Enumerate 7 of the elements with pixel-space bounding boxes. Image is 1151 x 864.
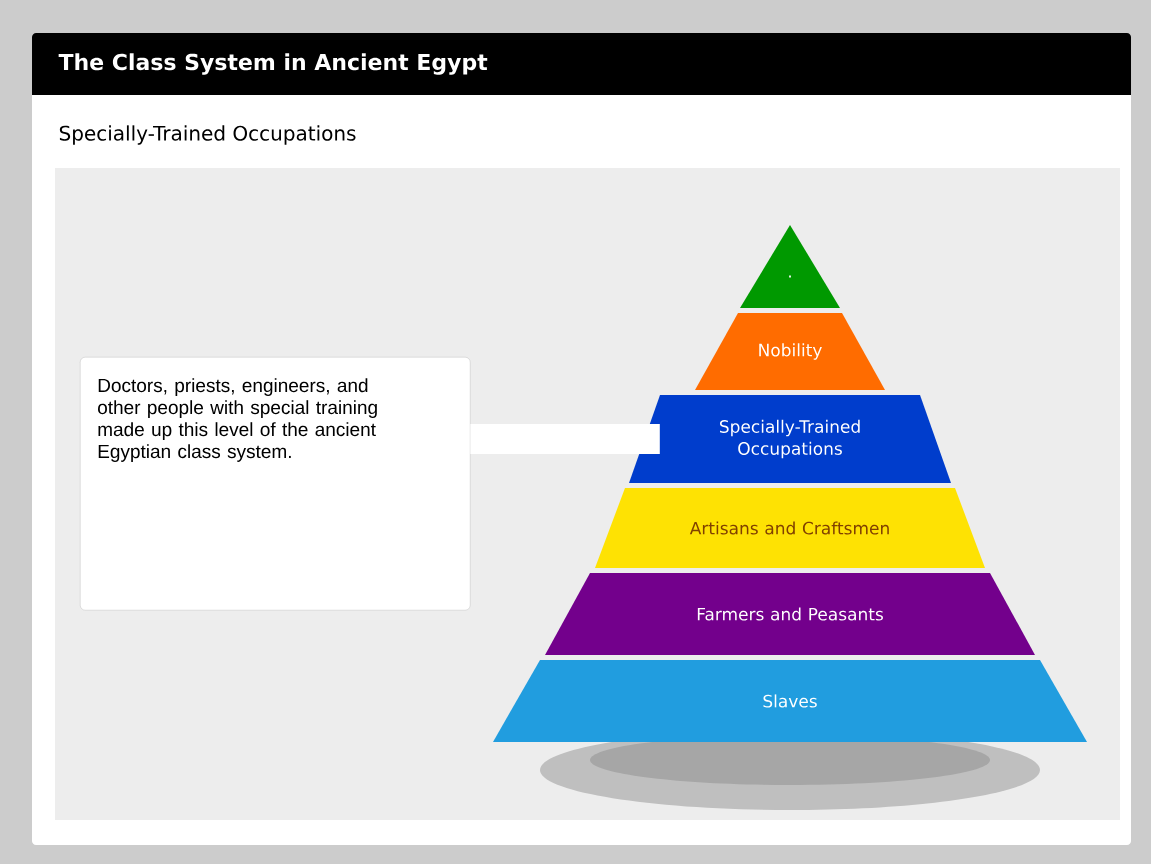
pyramid-level: Farmers and Peasants <box>545 573 1035 655</box>
subtitle: Specially-Trained Occupations <box>59 125 356 145</box>
pyramid-level: Artisans and Craftsmen <box>595 488 985 568</box>
title-bar: The Class System in Ancient Egypt <box>32 33 1131 95</box>
pyramid-level: Nobility <box>695 313 885 390</box>
pyramid-tip: . <box>740 225 840 308</box>
callout-text: Doctors, priests, engineers, and other people with special training made up this level of the ancient Egyptian class system. <box>98 378 377 462</box>
